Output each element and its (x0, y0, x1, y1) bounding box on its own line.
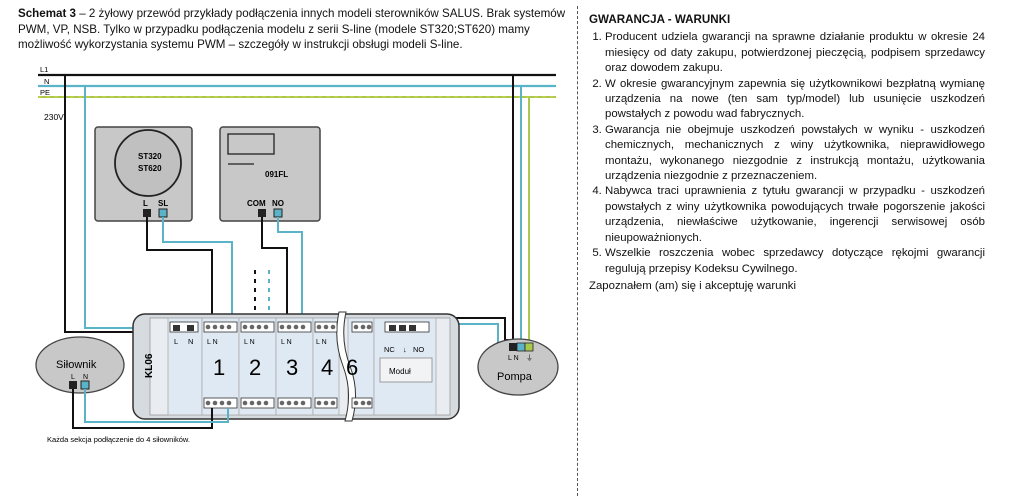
bus-pe-label: PE (40, 88, 50, 97)
warranty-item: Producent udziela gwarancji na sprawne d… (605, 30, 985, 76)
actuator-n-label: N (83, 374, 88, 381)
thermostat-model-1: ST320 (138, 152, 162, 161)
warranty-item: Gwarancja nie obejmuje uszkodzeń powstał… (605, 123, 985, 185)
wiring-diagram-section: Schemat 3 – 2 żyłowy przewód przykłady p… (18, 6, 574, 444)
thermostat-sl-wire (162, 217, 233, 327)
zone4-terms: L N (316, 339, 327, 346)
footnote: Każda sekcja podłączenie do 4 siłowników… (47, 435, 190, 444)
warranty-item: Nabywca traci uprawnienia z tytułu gwara… (605, 184, 985, 246)
schema-description: – 2 żyłowy przewód przykłady podłączenia… (18, 7, 566, 52)
power-n-label: N (188, 337, 193, 346)
zone-6-number: 6 (346, 355, 358, 380)
zone-4-number: 4 (321, 355, 333, 380)
zone1-terms: L N (207, 339, 218, 346)
wiring-diagram: L1 N PE 230V ST320 ST620 L SL 091FL COM … (35, 65, 559, 444)
bus-l1-label: L1 (40, 65, 48, 74)
timer-model: 091FL (265, 170, 288, 179)
zone3-terms: L N (281, 339, 292, 346)
zone-3-number: 3 (286, 355, 298, 380)
warranty-item: W okresie gwarancyjnym zapewnia się użyt… (605, 77, 985, 123)
schema-intro: Schemat 3 – 2 żyłowy przewód przykłady p… (18, 6, 574, 53)
timer-no-terminal (273, 208, 283, 218)
warranty-title: GWARANCJA - WARUNKI (589, 13, 731, 26)
schema-title: Schemat 3 (18, 7, 76, 20)
timer-com-wire (261, 217, 288, 327)
thermostat-sl-terminal (158, 208, 168, 218)
thermostat-l-label: L (143, 199, 148, 208)
thermostat-sl-label: SL (158, 199, 168, 208)
warranty-list: Producent udziela gwarancji na sprawne d… (589, 30, 985, 277)
thermostat-l-terminal (143, 209, 151, 217)
column-divider (577, 6, 578, 496)
zone-1-number: 1 (213, 355, 225, 380)
pump-label: Pompa (497, 371, 533, 383)
warranty-item: Wszelkie roszczenia wobec sprzedawcy dot… (605, 246, 985, 277)
timer-device (219, 126, 321, 222)
bus-n-label: N (44, 77, 49, 86)
timer-com-terminal (258, 209, 266, 217)
timer-no-wire (277, 217, 303, 327)
timer-no-label: NO (272, 199, 284, 208)
actuator-device (35, 336, 125, 394)
thermostat-model-2: ST620 (138, 164, 162, 173)
actuator-n-wire (84, 389, 229, 423)
thermostat-l-wire (146, 217, 213, 327)
zone2-terms: L N (244, 339, 255, 346)
voltage-label: 230V (44, 112, 64, 122)
modul-label: Moduł (389, 367, 411, 376)
actuator-label: Siłownik (56, 359, 97, 371)
actuator-l-label: L (71, 374, 75, 381)
warranty-acceptance: Zapoznałem (am) się i akceptuję warunki (589, 279, 797, 292)
power-l-label: L (174, 337, 178, 346)
svg-text:⏚: ⏚ (526, 354, 533, 362)
timer-com-label: COM (247, 199, 266, 208)
svg-text:↓: ↓ (403, 345, 407, 354)
zone-2-number: 2 (249, 355, 261, 380)
thermostat-dial (114, 129, 182, 197)
warranty-section: GWARANCJA - WARUNKI Producent udziela gw… (589, 12, 985, 294)
actuator-n-terminal (80, 380, 90, 390)
pump-terms: L N (508, 355, 519, 362)
timer-display (227, 133, 275, 155)
actuator-l-wire (72, 389, 213, 429)
modul-nc-label: NC (384, 345, 395, 354)
kl06-label: KL06 (144, 353, 155, 378)
modul-no-label: NO (413, 345, 424, 354)
pump-device (477, 338, 559, 396)
actuator-l-terminal (69, 381, 77, 389)
